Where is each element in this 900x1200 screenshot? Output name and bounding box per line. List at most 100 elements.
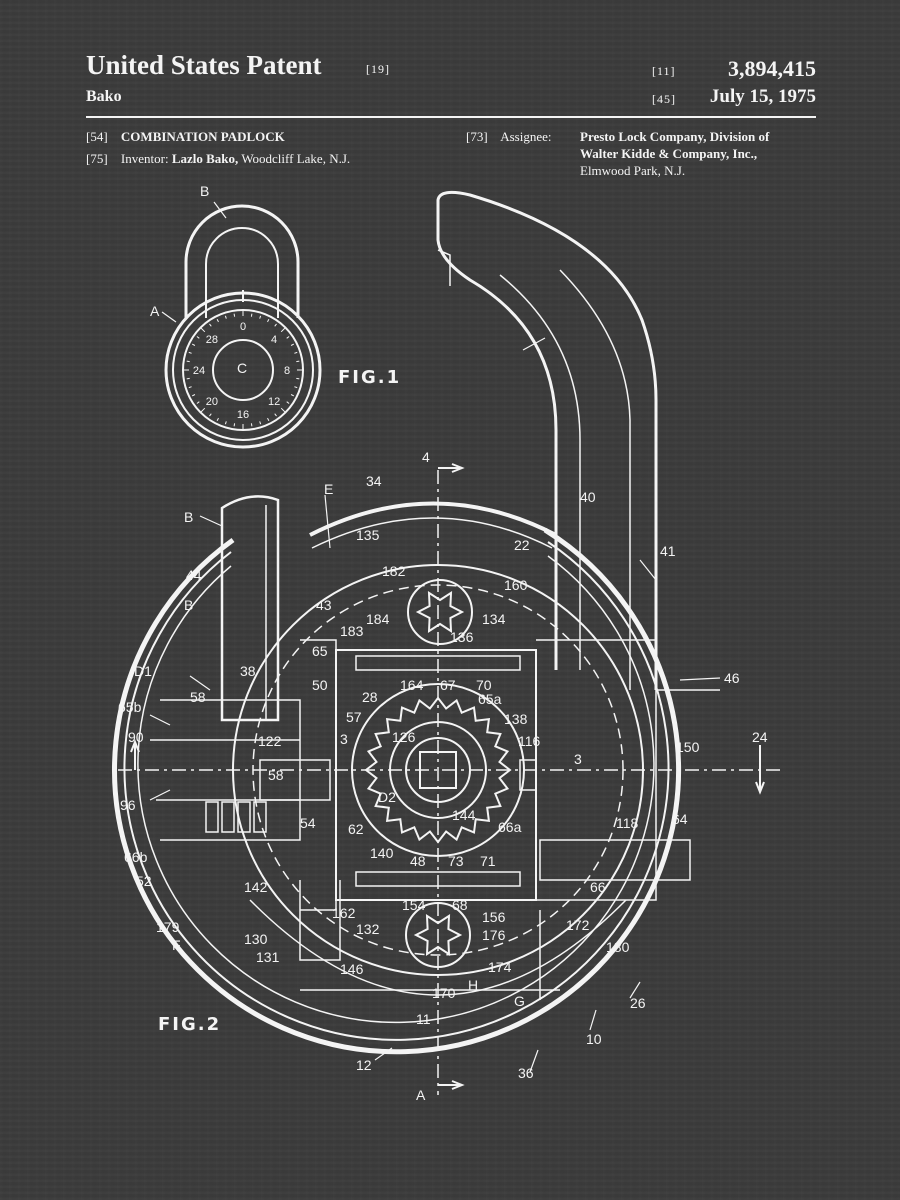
shackle-left-stub [220,495,280,722]
dial-tick [267,318,270,323]
dial-tick [267,417,270,422]
inventor-short-name: Bako [86,88,122,105]
reference-label: F [172,937,181,953]
reference-label: 162 [332,905,356,921]
assignee-line-1: Presto Lock Company, Division of [580,129,770,144]
number-code: [11] [652,64,676,78]
reference-label: 90 [128,729,144,745]
invention-title: COMBINATION PADLOCK [120,129,285,144]
reference-label: 136 [450,629,474,645]
dial-number: 16 [237,409,249,421]
dial-tick [290,343,295,346]
reference-label: 160 [504,577,528,593]
reference-label: 131 [256,949,280,965]
reference-label: 70 [476,677,492,693]
reference-label: 156 [482,909,506,925]
inventor-location: Woodcliff Lake, N.J. [241,151,351,166]
reference-label: 140 [370,845,394,861]
reference-label: 58 [268,767,284,783]
reference-label: 24 [752,729,768,745]
reference-label: 65b [118,699,142,715]
dial-tick [274,413,277,417]
reference-label: C [237,360,247,376]
assignee-code: [73] [466,129,488,144]
reference-label: 4 [422,449,430,465]
housing-inner-wall [137,555,655,1024]
reference-label: 150 [676,739,700,755]
right-latch [539,839,691,881]
reference-label: 62 [348,821,364,837]
reference-label: 41 [660,543,676,559]
dial-tick [259,315,262,319]
reference-label: 182 [382,563,406,579]
assignee-details: Presto Lock Company, Division of Walter … [580,128,816,179]
dial-number: 20 [206,396,218,408]
patent-date: July 15, 1975 [709,86,816,107]
dial-tick [186,360,190,363]
reference-label: E [324,481,333,497]
reference-label: 122 [258,733,282,749]
fig1-shackle-inner [205,227,279,318]
reference-label: 48 [410,853,426,869]
assignee-label: Assignee: [500,129,552,144]
dial-tick [294,351,298,354]
reference-label: 146 [340,961,364,977]
dial-tick [296,360,300,363]
patent-title: United States Patent [86,50,322,80]
pin-122 [519,759,537,791]
dial-tick [274,323,277,327]
reference-label: 28 [362,689,378,705]
dial-tick [188,386,192,389]
dial-number: 0 [240,321,246,333]
reference-label: G [514,993,525,1009]
assignee-line-2: Walter Kidde & Company, Inc., [580,146,758,161]
dial-number: 24 [193,365,205,377]
spring-coils [205,801,267,833]
fig1-dial-center [212,339,274,401]
reference-label: 66b [124,849,148,865]
dial-tick [286,401,290,404]
reference-label: 73 [448,853,464,869]
inventor-label: Inventor: [120,151,169,166]
invention-title-code: [54] [86,129,108,144]
upper-wheel [407,579,473,645]
shackle-inner-line [499,274,581,670]
dial-tick [294,386,298,389]
reference-label: 71 [480,853,496,869]
invention-title-row: [54] COMBINATION PADLOCK [86,128,285,145]
dial-tick [191,343,196,346]
reference-label: H [468,977,478,993]
dial-tick [250,423,253,427]
reference-label: 164 [400,677,424,693]
reference-label: A [150,303,160,319]
title-code: [19] [366,62,390,76]
reference-label: B [200,183,209,199]
reference-label: 135 [356,527,380,543]
reference-label: 134 [482,611,506,627]
reference-label: 68 [452,897,468,913]
dial-tick [233,423,236,427]
reference-label: 58 [190,689,206,705]
outer-housing-shell [112,527,681,1055]
reference-label: 12 [356,1057,372,1073]
reference-label: 34 [366,473,382,489]
shackle-inner-line-2 [559,269,631,690]
section-centerline [118,470,782,1095]
dial-tick [196,401,200,404]
reference-label: 44 [186,567,202,583]
reference-label: 144 [452,807,476,823]
dial-tick [233,313,236,317]
fig1-label: FIG.1 [338,367,401,388]
reference-label: 176 [482,927,506,943]
reference-label: 66a [498,819,522,835]
assignee-row: [73] Assignee: [466,128,552,145]
frame-right-block [536,639,657,901]
dial-tick [250,313,253,317]
reference-label: 65 [312,643,328,659]
dial-tick [209,323,212,327]
reference-label: 179 [156,919,180,935]
fig1-dial-ticks [183,310,303,430]
